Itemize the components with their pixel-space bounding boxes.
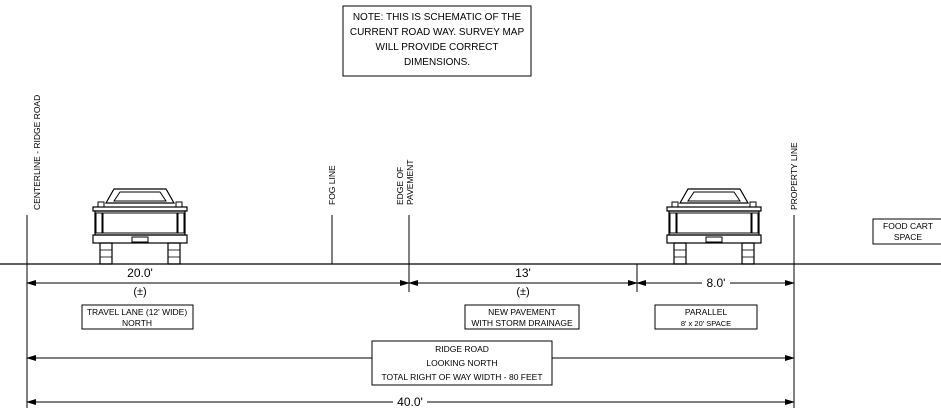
parallel-line-2: 8' x 20' SPACE [681,319,731,328]
ridge-road-line-3: TOTAL RIGHT OF WAY WIDTH - 80 FEET [381,372,542,382]
travel-dimension-value: 20.0' [127,266,153,280]
new-pavement-line-2: WITH STORM DRAINAGE [471,318,573,328]
new-pavement-line-1: NEW PAVEMENT [488,307,556,317]
schematic-note: NOTE: THIS IS SCHEMATIC OF THE CURRENT R… [342,5,532,77]
food-cart-line-1: FOOD CART [883,221,933,231]
travel-lane-line-2: NORTH [122,318,152,328]
ridge-road-line-1: RIDGE ROAD [435,344,489,354]
new-pavement-dimension-value: 13' [515,266,531,280]
new-pavement-box: NEW PAVEMENT WITH STORM DRAINAGE [464,304,580,330]
property-line-label: PROPERTY LINE [789,142,799,210]
parallel-dimension-value: 8.0' [707,276,726,290]
pickup-truck-travel-lane [92,188,188,265]
new-pavement-dimension-tolerance: (±) [516,286,529,298]
ridge-road-line-2: LOOKING NORTH [426,358,497,368]
parallel-space-box: PARALLEL 8' x 20' SPACE [654,304,758,330]
food-cart-line-2: SPACE [894,232,923,242]
fog-line-label: FOG LINE [327,165,337,205]
food-cart-space-box: FOOD CART SPACE [872,218,941,245]
note-line-4: DIMENSIONS. [404,57,470,68]
centerline-label: CENTERLINE - RIDGE ROAD [32,95,42,210]
note-line-3: WILL PROVIDE CORRECT [376,42,499,53]
pavement-label: PAVEMENT [405,160,415,206]
note-line-1: NOTE: THIS IS SCHEMATIC OF THE [353,12,522,23]
travel-lane-box: TRAVEL LANE (12' WIDE) NORTH [81,304,194,330]
total-dimension-value: 40.0' [397,395,423,409]
parallel-line-1: PARALLEL [685,307,728,317]
travel-dimension-tolerance: (±) [133,286,146,298]
pickup-truck-parallel-space [666,188,762,265]
ridge-road-box: RIDGE ROAD LOOKING NORTH TOTAL RIGHT OF … [371,340,553,386]
note-line-2: CURRENT ROAD WAY. SURVEY MAP [350,27,525,38]
edge-of-label: EDGE OF [395,167,405,205]
travel-lane-line-1: TRAVEL LANE (12' WIDE) [87,307,188,317]
